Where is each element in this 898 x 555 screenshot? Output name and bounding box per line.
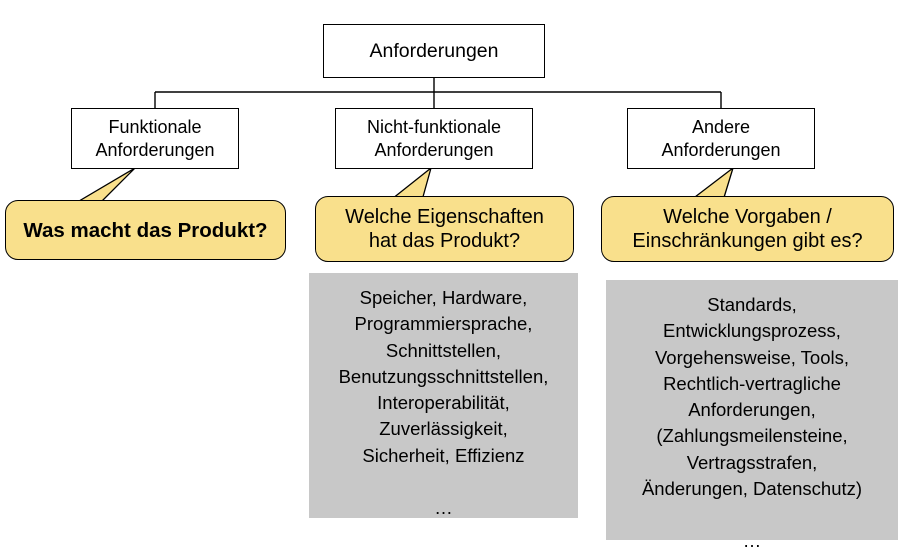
diagram-canvas: Anforderungen Funktionale Anforderungen … bbox=[5, 24, 898, 551]
tree-node-nicht-funktionale-anforderungen: Nicht-funktionale Anforderungen bbox=[335, 108, 533, 169]
panel-nicht-funktionale-beispiele: Speicher, Hardware, Programmiersprache, … bbox=[309, 273, 578, 518]
tree-node-andere-anforderungen: Andere Anforderungen bbox=[627, 108, 815, 169]
callout-nicht-funktionale: Welche Eigenschaften hat das Produkt? bbox=[315, 196, 574, 262]
callout-funktionale: Was macht das Produkt? bbox=[5, 200, 286, 260]
tree-node-funktionale-anforderungen: Funktionale Anforderungen bbox=[71, 108, 239, 169]
callout-andere: Welche Vorgaben / Einschränkungen gibt e… bbox=[601, 196, 894, 262]
tree-node-root: Anforderungen bbox=[323, 24, 545, 78]
panel-andere-beispiele: Standards, Entwicklungsprozess, Vorgehen… bbox=[606, 280, 898, 551]
